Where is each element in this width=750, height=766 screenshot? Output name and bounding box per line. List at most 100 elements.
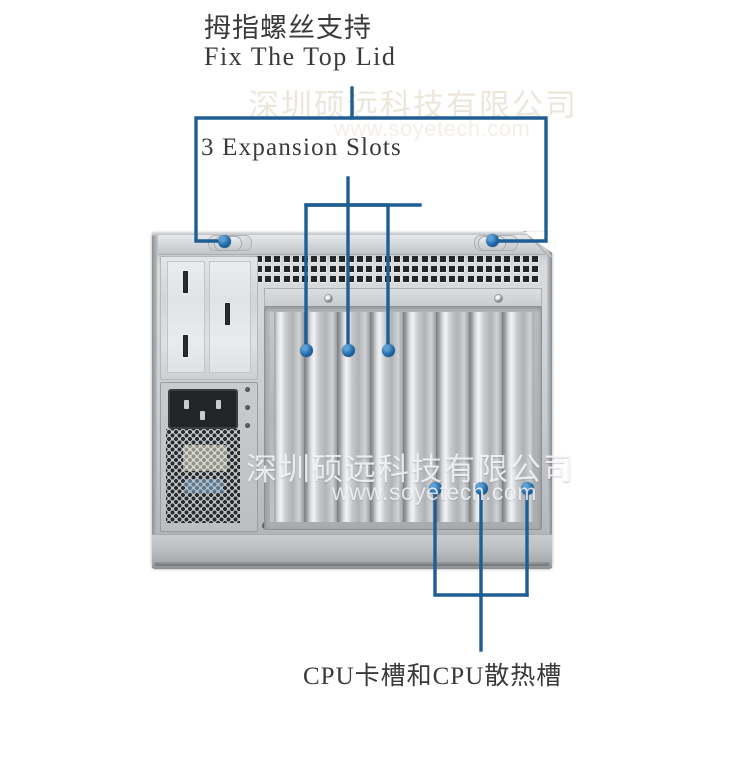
vent-hole [366, 256, 373, 262]
vent-hole [476, 266, 483, 272]
vent-hole [338, 256, 345, 262]
vent-hole [403, 256, 410, 262]
vent-hole [458, 266, 465, 272]
vent-hole [476, 276, 483, 282]
callout-dot-icon-cpu-1 [429, 482, 442, 495]
vent-hole [357, 276, 364, 282]
annotation-top-chinese: 拇指螺丝支持 [204, 13, 372, 43]
vent-hole [430, 256, 437, 262]
vent-hole [467, 276, 474, 282]
vent-hole [274, 266, 281, 272]
vent-hole [440, 276, 446, 282]
vent-hole [292, 266, 299, 272]
vent-hole [329, 276, 336, 282]
vent-hole [513, 266, 520, 272]
psu-label-sticker-secondary [185, 479, 223, 493]
vent-hole [513, 276, 520, 282]
vent-hole [311, 276, 318, 282]
vent-hole [421, 266, 428, 272]
slot-bay-top-plate [264, 288, 542, 309]
vent-hole [394, 276, 400, 282]
io-slot-1 [183, 271, 188, 293]
callout-dot-icon-thumbscrew-left [218, 235, 231, 248]
vent-hole [449, 256, 456, 262]
vent-hole [338, 276, 345, 282]
vent-hole [476, 256, 483, 262]
io-slot-3 [225, 303, 230, 325]
vent-hole [449, 276, 456, 282]
vent-hole [440, 266, 446, 272]
bay-screw-right [494, 294, 503, 303]
rear-io-panel [160, 256, 258, 380]
vent-hole [366, 276, 373, 282]
vent-hole [265, 266, 272, 272]
chassis-left-rim [152, 232, 157, 568]
slot-divider [370, 312, 373, 522]
chassis-top-lid [158, 235, 546, 255]
power-supply-unit [160, 382, 258, 532]
vent-hole [532, 256, 538, 262]
vent-hole [522, 256, 529, 262]
slot-divider [337, 312, 340, 522]
vent-hole [375, 276, 382, 282]
vent-hole [403, 266, 410, 272]
vent-hole [421, 256, 428, 262]
callout-dot-icon-thumbscrew-right [486, 234, 499, 247]
annotation-top-english: Fix The Top Lid [204, 42, 397, 71]
vent-hole [495, 266, 502, 272]
chassis-right-rim [547, 232, 552, 568]
vent-hole [348, 276, 354, 282]
slot-divider [304, 312, 307, 522]
bay-screw-left [324, 294, 333, 303]
expansion-slot-cover [439, 312, 470, 522]
vent-hole [430, 276, 437, 282]
vent-hole [421, 276, 428, 282]
vent-hole [403, 276, 410, 282]
chassis-top-rim [152, 232, 552, 236]
vent-hole [283, 256, 290, 262]
vent-hole [467, 256, 474, 262]
watermark-url: www.soyetech.com [332, 479, 537, 505]
chassis-base-edge [154, 562, 550, 566]
vent-hole [329, 256, 336, 262]
vent-hole [458, 256, 465, 262]
vent-hole [357, 256, 364, 262]
vent-hole [532, 266, 538, 272]
annotation-cpu-slots: CPU卡槽和CPU散热槽 [303, 663, 563, 690]
vent-hole [366, 266, 373, 272]
vent-hole [440, 256, 446, 262]
vent-hole [311, 256, 318, 262]
vent-hole [412, 276, 419, 282]
vent-hole [394, 256, 400, 262]
vent-hole [311, 266, 318, 272]
power-inlet-icon [168, 389, 238, 429]
slot-divider [502, 312, 505, 522]
vent-hole [256, 256, 262, 262]
callout-dot-icon-slot-1 [300, 344, 313, 357]
vent-hole [274, 256, 281, 262]
vent-hole [532, 276, 538, 282]
vent-hole [504, 266, 511, 272]
vent-hole [283, 266, 290, 272]
vent-hole [486, 266, 492, 272]
vent-hole [430, 266, 437, 272]
vent-hole [320, 256, 327, 262]
slot-divider [403, 312, 406, 522]
slot-divider [469, 312, 472, 522]
vent-hole [320, 266, 327, 272]
vent-hole [486, 256, 492, 262]
vent-hole [394, 266, 400, 272]
annotation-expansion-slots: 3 Expansion Slots [201, 134, 402, 161]
vent-hole [522, 276, 529, 282]
vent-hole [458, 276, 465, 282]
vent-hole [375, 256, 382, 262]
vent-hole [504, 276, 511, 282]
vent-hole [357, 266, 364, 272]
vent-hole [338, 266, 345, 272]
vent-hole [256, 266, 262, 272]
io-slot-2 [183, 335, 188, 357]
vent-hole [522, 266, 529, 272]
psu-fan-grille [166, 429, 240, 523]
psu-label-sticker [183, 445, 227, 471]
